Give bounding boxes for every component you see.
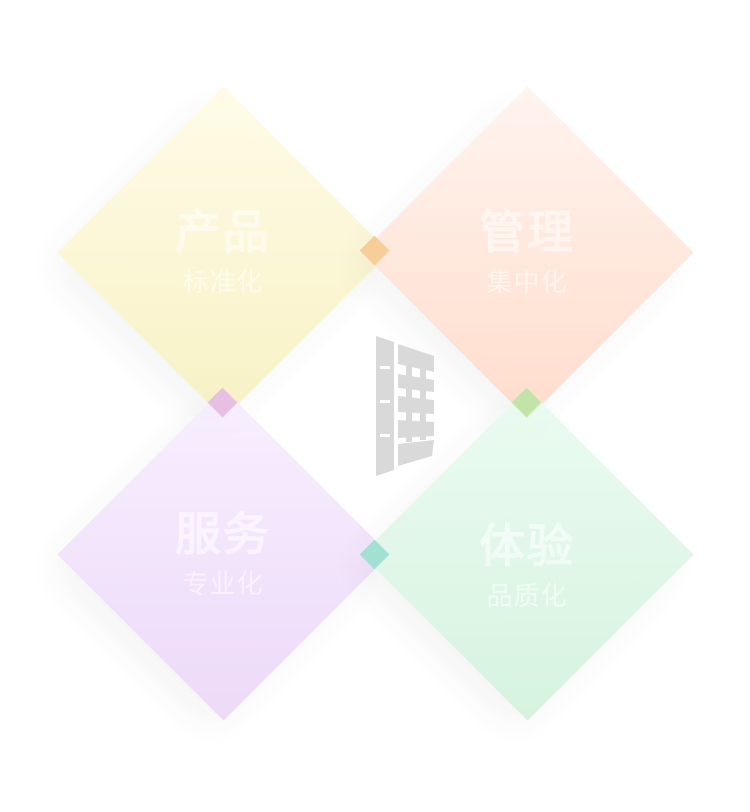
- experience-title: 体验: [479, 519, 575, 573]
- service-subtitle: 专业化: [182, 570, 264, 600]
- service-label: 服务 专业化: [123, 506, 323, 602]
- management-subtitle: 集中化: [486, 268, 568, 298]
- service-title: 服务: [175, 507, 271, 561]
- product-subtitle: 标准化: [182, 268, 264, 298]
- brand-logo-icon: [376, 336, 434, 476]
- experience-label: 体验 品质化: [427, 518, 627, 614]
- management-title: 管理: [479, 205, 575, 259]
- product-title: 产品: [175, 205, 271, 259]
- management-label: 管理 集中化: [427, 204, 627, 300]
- product-label: 产品 标准化: [123, 204, 323, 300]
- experience-subtitle: 品质化: [486, 582, 568, 612]
